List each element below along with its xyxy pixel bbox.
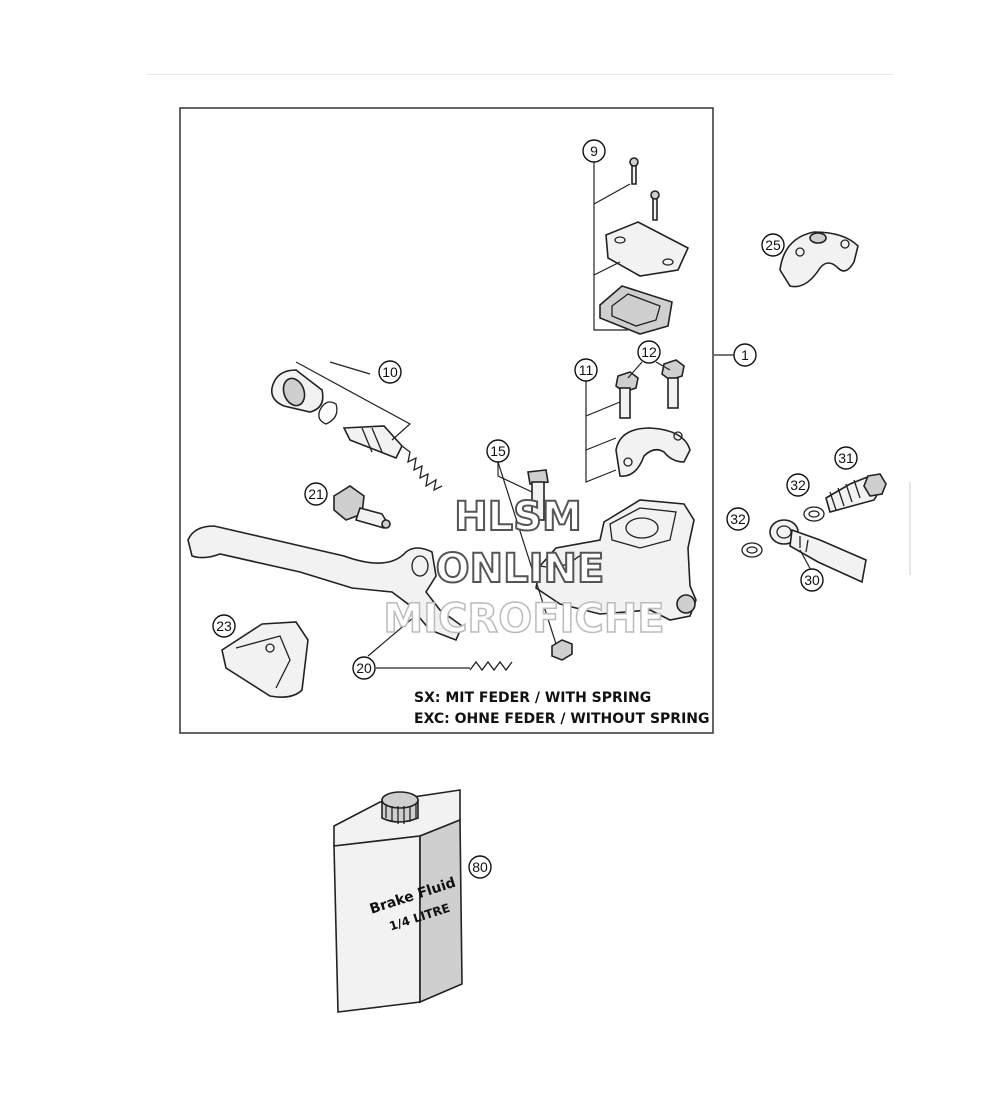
svg-text:31: 31 [838,450,854,466]
reservoir-cover-group [593,157,690,335]
master-cylinder-clamp [615,427,691,477]
pivot-bolt-15 [497,461,573,661]
clamp-bolts-group [585,359,691,483]
svg-text:HLSM: HLSM [454,494,582,540]
reservoir-cover [605,221,690,277]
callout-21: 21 [304,482,328,506]
piston [342,425,403,460]
note-exc: EXC: OHNE FEDER / WITHOUT SPRING [414,711,709,727]
svg-text:MICROFICHE: MICROFICHE [383,596,664,642]
callout-15: 15 [486,439,510,463]
svg-text:1: 1 [741,347,749,363]
svg-text:9: 9 [590,143,598,159]
svg-text:23: 23 [216,618,232,634]
svg-text:80: 80 [472,859,488,875]
callout-23: 23 [212,614,236,638]
return-spring [401,445,443,492]
callout-32-left: 32 [726,507,750,531]
adjuster-21 [333,485,391,529]
svg-text:20: 20 [356,660,372,676]
cover-screw-head-1 [629,157,639,167]
watermark: HLSM ONLINE MICROFICHE [383,493,666,643]
callout-10: 10 [378,360,402,384]
diagram-frame [179,107,714,734]
brake-fluid-bottle-80: Brake Fluid 1/4 LITRE [333,789,463,1013]
top-divider [147,74,893,75]
callout-20: 20 [352,656,376,680]
svg-text:12: 12 [641,344,657,360]
lever-guard-23 [221,621,309,698]
svg-text:10: 10 [382,364,398,380]
callout-11: 11 [574,358,598,382]
callout-32-top: 32 [786,473,810,497]
svg-text:32: 32 [790,477,806,493]
callout-12: 12 [637,340,661,364]
callout-80: 80 [468,855,492,879]
brake-hose-group [741,473,887,584]
svg-text:25: 25 [765,237,781,253]
cover-screw-head-2 [650,190,660,200]
callout-1: 1 [733,343,757,367]
bottle-side [419,818,463,1004]
reservoir-diaphragm [599,285,673,335]
piston-kit-10 [270,361,443,492]
svg-text:21: 21 [308,486,324,502]
handlebar-clamp-25 [779,231,859,288]
callout-30: 30 [800,568,824,592]
callout-25: 25 [761,233,785,257]
svg-text:11: 11 [579,362,594,378]
callout-9: 9 [582,139,606,163]
svg-text:32: 32 [730,511,746,527]
svg-text:ONLINE: ONLINE [436,546,605,592]
master-cylinder-body [535,354,734,621]
svg-text:30: 30 [804,572,820,588]
circlip [318,401,338,425]
note-sx: SX: MIT FEDER / WITH SPRING [414,690,651,706]
svg-text:15: 15 [490,443,506,459]
lever-spring [469,660,513,672]
brake-lever-20 [187,525,513,672]
callout-31: 31 [834,446,858,470]
